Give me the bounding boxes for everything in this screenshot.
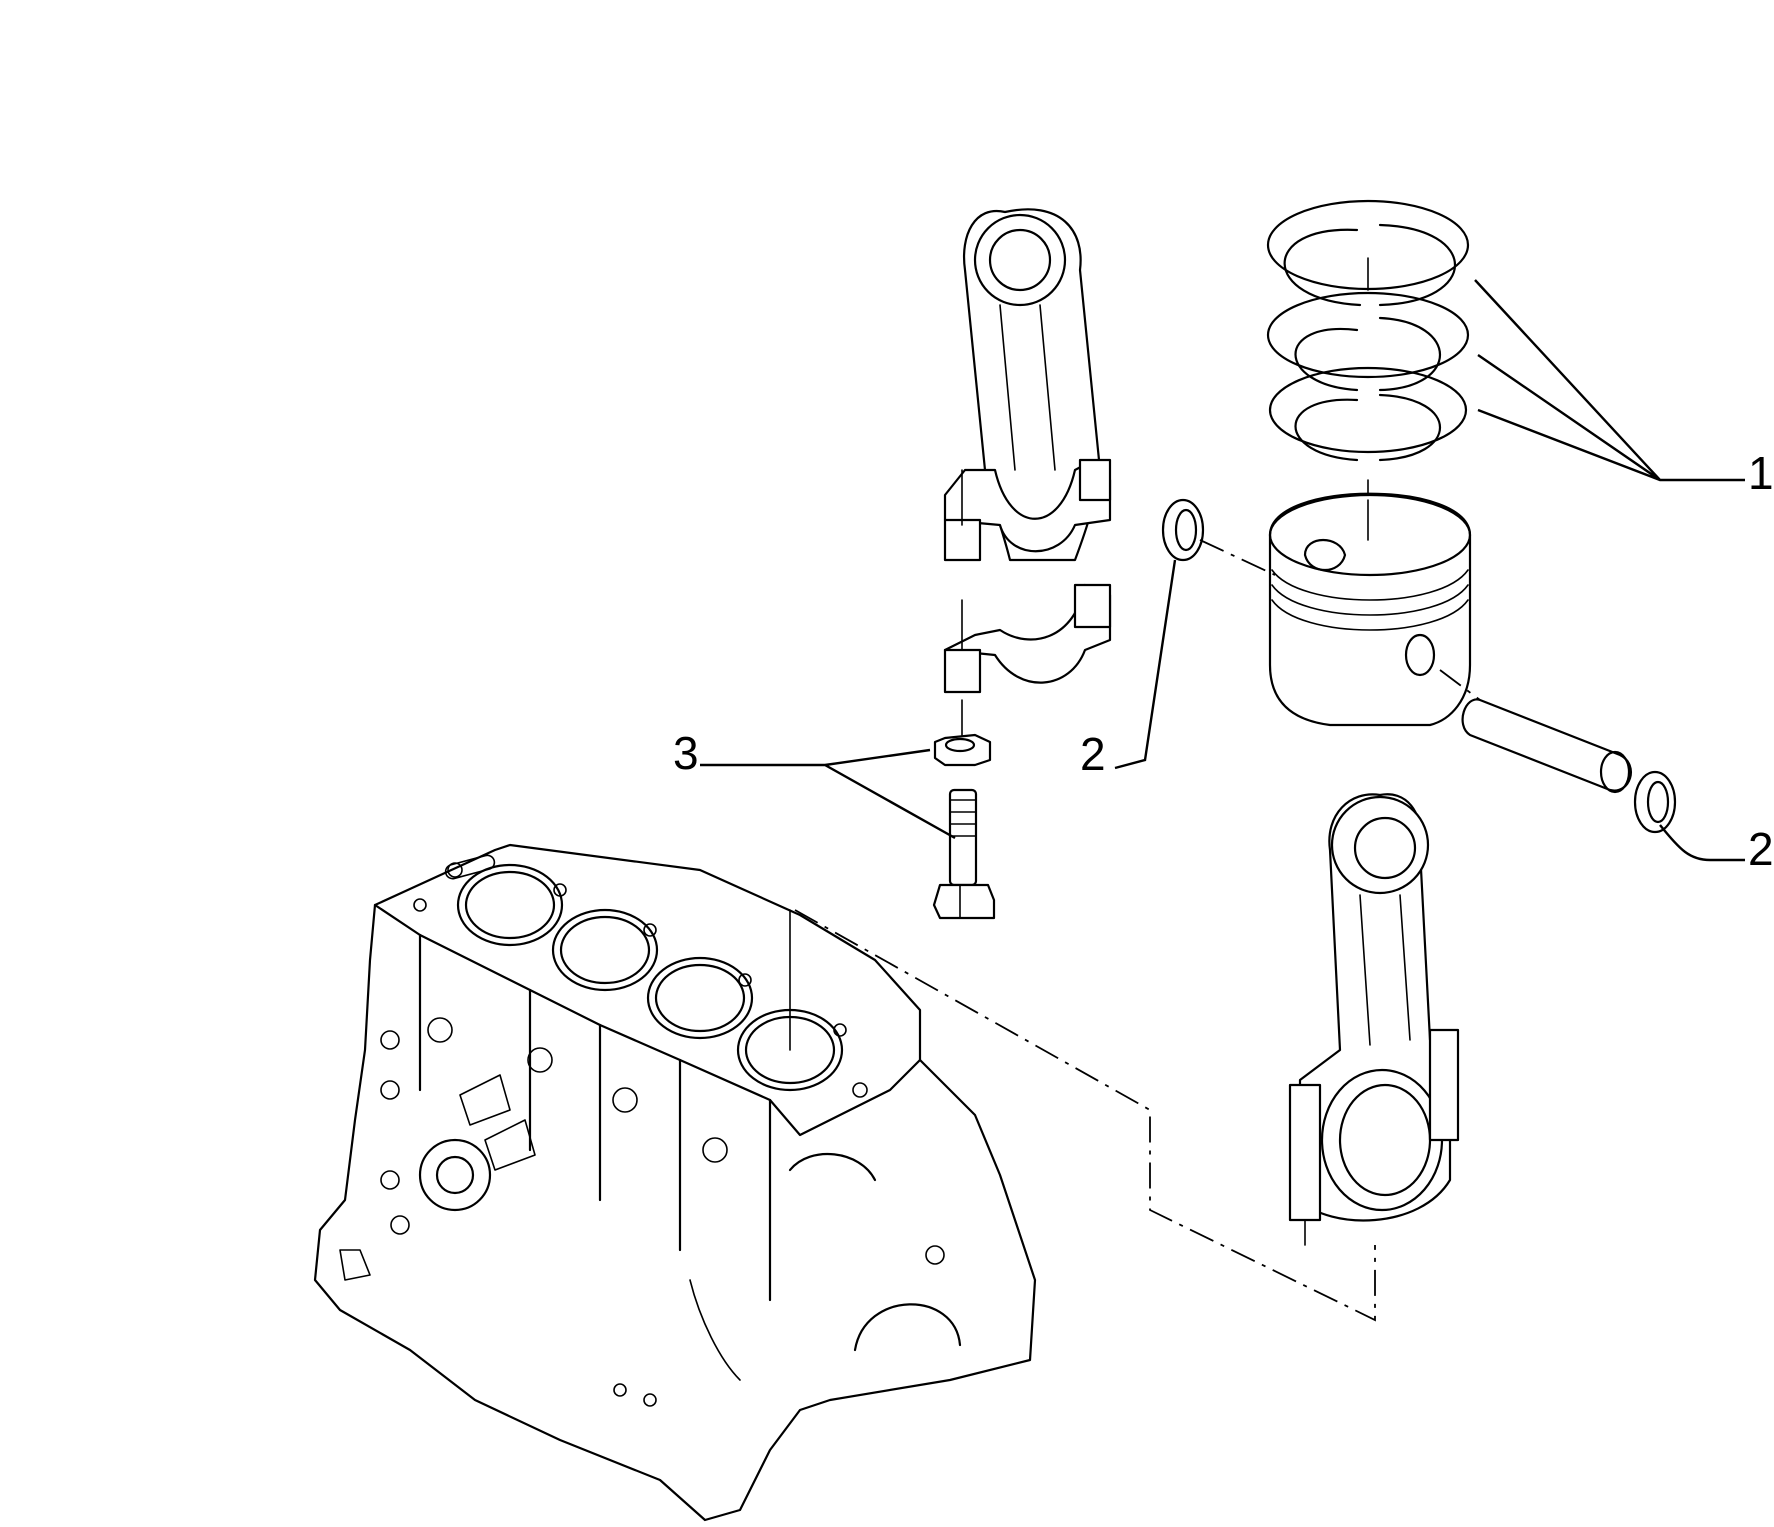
piston-rings — [1266, 199, 1470, 531]
snap-ring-right — [1633, 770, 1677, 834]
piston-pin — [1439, 669, 1632, 794]
snap-ring-left — [1161, 498, 1276, 576]
rod-nut — [933, 733, 992, 767]
leader-lines — [700, 279, 1745, 862]
callout-2-left: 2 — [1080, 728, 1106, 780]
engine-block — [313, 843, 1037, 1522]
rod-bolt — [932, 788, 996, 920]
callout-3: 3 — [673, 727, 699, 779]
connecting-rod-assembled — [1288, 793, 1460, 1246]
alignment-line — [794, 909, 1376, 1322]
callout-2-right: 2 — [1748, 823, 1774, 875]
connecting-rod-cap — [943, 583, 1112, 736]
connecting-rod-upper — [943, 208, 1112, 562]
callout-1: 1 — [1748, 447, 1774, 499]
piston — [1268, 492, 1472, 727]
